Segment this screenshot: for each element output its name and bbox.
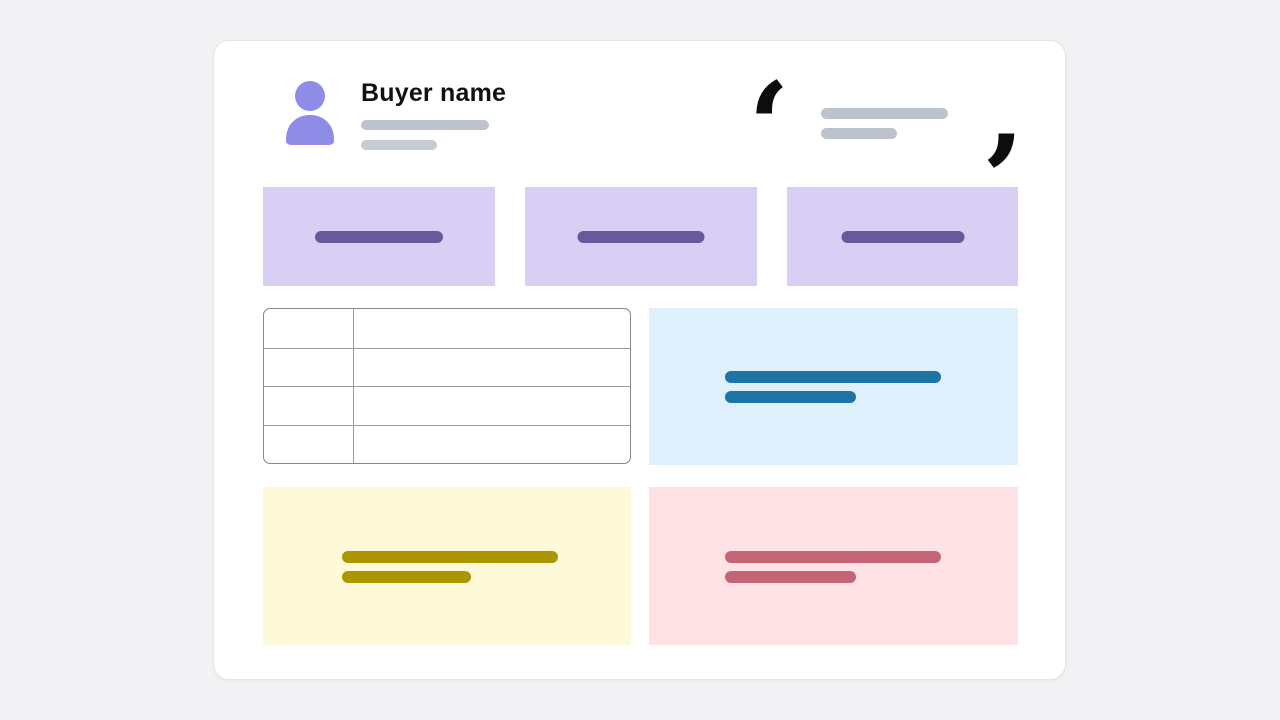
name-skeleton-line-1 <box>361 120 489 130</box>
stat-skeleton-bar-3 <box>841 231 964 243</box>
blue-skeleton-line-2 <box>725 391 856 403</box>
buyer-persona-card: Buyer name ‘ ’ <box>213 40 1066 680</box>
table-cell <box>353 347 630 386</box>
stat-card-1 <box>263 187 495 286</box>
quote-skeleton-line-1 <box>821 108 948 119</box>
table-cell <box>353 309 630 348</box>
stat-skeleton-bar-1 <box>315 231 443 243</box>
name-skeleton-line-2 <box>361 140 437 150</box>
open-quote-icon: ‘ <box>748 56 790 197</box>
details-table <box>263 308 631 464</box>
table-cell <box>264 347 353 387</box>
yellow-skeleton-line-2 <box>342 571 471 583</box>
buyer-name-title: Buyer name <box>361 79 507 107</box>
quote-skeleton-line-2 <box>821 128 897 139</box>
pink-skeleton-line-1 <box>725 551 941 563</box>
stat-card-3 <box>787 187 1018 286</box>
table-cell <box>353 386 630 425</box>
stat-card-2 <box>525 187 757 286</box>
blue-skeleton-line-1 <box>725 371 941 383</box>
table-cell <box>264 424 353 464</box>
table-cell <box>264 309 353 348</box>
info-panel-yellow <box>263 487 631 645</box>
yellow-skeleton-line-1 <box>342 551 558 563</box>
table-cell <box>353 424 630 463</box>
info-panel-pink <box>649 487 1018 645</box>
stat-skeleton-bar-2 <box>577 231 705 243</box>
person-avatar-icon <box>286 81 334 145</box>
info-panel-blue <box>649 308 1018 465</box>
table-cell <box>264 386 353 425</box>
pink-skeleton-line-2 <box>725 571 856 583</box>
